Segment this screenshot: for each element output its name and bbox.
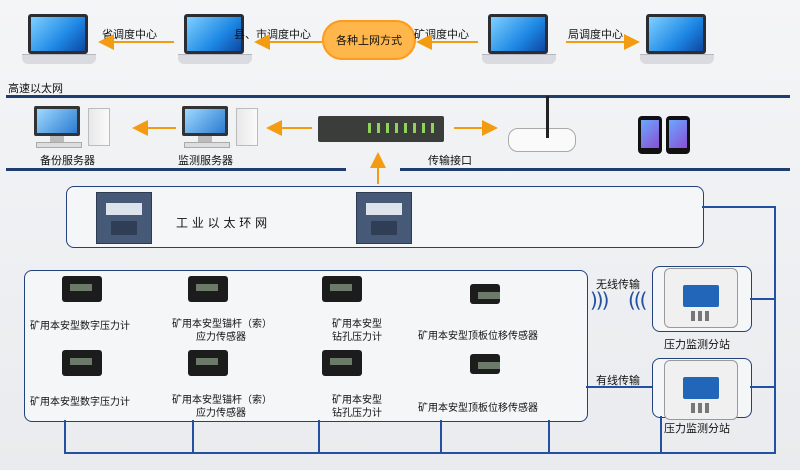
ring-cabinet-right xyxy=(356,192,412,244)
label-provincial-dispatch: 省调度中心 xyxy=(102,28,157,41)
label-network: 高速以太网 xyxy=(8,82,63,95)
wire-station2-to-right xyxy=(750,386,776,388)
cloud-label: 各种上网方式 xyxy=(336,34,402,47)
label-industrial-ring: 工 业 以 太 环 网 xyxy=(176,216,268,230)
label-monitor-server: 监测服务器 xyxy=(178,154,233,167)
ethernet-bar-top xyxy=(6,95,790,98)
pressure-station-2 xyxy=(664,360,738,420)
anchor-stress-sensor-1 xyxy=(188,276,228,302)
label-station-1: 压力监测分站 xyxy=(664,338,730,351)
smartphone-2 xyxy=(666,116,690,154)
roof-displacement-sensor-1 xyxy=(470,284,500,304)
wire-wired-link xyxy=(586,386,652,388)
label-backup-server: 备份服务器 xyxy=(40,154,95,167)
wire-drop-6 xyxy=(660,416,662,454)
label-station-2: 压力监测分站 xyxy=(664,422,730,435)
label-digital-gauge-2: 矿用本安型数字压力计 xyxy=(30,397,130,408)
laptop-provincial xyxy=(22,14,96,68)
ring-cabinet-left xyxy=(96,192,152,244)
label-wired: 有线传输 xyxy=(596,374,640,387)
label-drill-gauge-1-line2: 钻孔压力计 xyxy=(332,332,382,343)
borehole-pressure-gauge-2 xyxy=(322,350,362,376)
wire-ring-to-right xyxy=(702,206,776,208)
label-drill-gauge-2-line1: 矿用本安型 xyxy=(332,395,382,406)
wire-drop-3 xyxy=(318,420,320,454)
backup-server-pc xyxy=(34,106,114,148)
label-drill-gauge-2-line2: 钻孔压力计 xyxy=(332,408,382,419)
wire-station1-to-right xyxy=(750,298,776,300)
label-drill-gauge-1-line1: 矿用本安型 xyxy=(332,319,382,330)
router-antenna xyxy=(546,96,549,138)
label-roof-sensor-2: 矿用本安型顶板位移传感器 xyxy=(418,403,538,414)
ethernet-bar-mid-right xyxy=(400,168,790,171)
wireless-wave-right-icon: ((( xyxy=(628,288,647,312)
label-anchor-sensor-1-line2: 应力传感器 xyxy=(196,332,246,343)
wire-drop-5 xyxy=(548,420,550,454)
digital-pressure-gauge-2 xyxy=(62,350,102,376)
laptop-bureau xyxy=(640,14,714,68)
wire-drop-1 xyxy=(64,420,66,454)
monitor-server-pc xyxy=(182,106,262,148)
roof-displacement-sensor-2 xyxy=(470,354,500,374)
network-switch xyxy=(318,116,444,142)
label-wireless: 无线传输 xyxy=(596,278,640,291)
label-anchor-sensor-2-line1: 矿用本安型锚杆（索） xyxy=(172,395,272,406)
label-bureau-dispatch: 局调度中心 xyxy=(568,28,623,41)
smartphone-1 xyxy=(638,116,662,154)
label-digital-gauge-1: 矿用本安型数字压力计 xyxy=(30,321,130,332)
anchor-stress-sensor-2 xyxy=(188,350,228,376)
laptop-county xyxy=(178,14,252,68)
label-anchor-sensor-2-line2: 应力传感器 xyxy=(196,408,246,419)
laptop-mine xyxy=(482,14,556,68)
digital-pressure-gauge-1 xyxy=(62,276,102,302)
wire-drop-2 xyxy=(192,420,194,454)
ethernet-bar-mid xyxy=(6,168,346,171)
internet-cloud: 各种上网方式 xyxy=(322,20,416,60)
label-transfer-port: 传输接口 xyxy=(428,154,472,167)
wireless-wave-left-icon: ))) xyxy=(590,288,609,312)
label-anchor-sensor-1-line1: 矿用本安型锚杆（索） xyxy=(172,319,272,330)
pressure-station-1 xyxy=(664,268,738,328)
wire-drop-4 xyxy=(440,420,442,454)
wire-right-vertical xyxy=(774,206,776,454)
label-roof-sensor-1: 矿用本安型顶板位移传感器 xyxy=(418,331,538,342)
label-county-dispatch: 县、市调度中心 xyxy=(234,28,311,41)
wire-bottom xyxy=(64,452,776,454)
borehole-pressure-gauge-1 xyxy=(322,276,362,302)
wireless-router xyxy=(508,128,576,152)
